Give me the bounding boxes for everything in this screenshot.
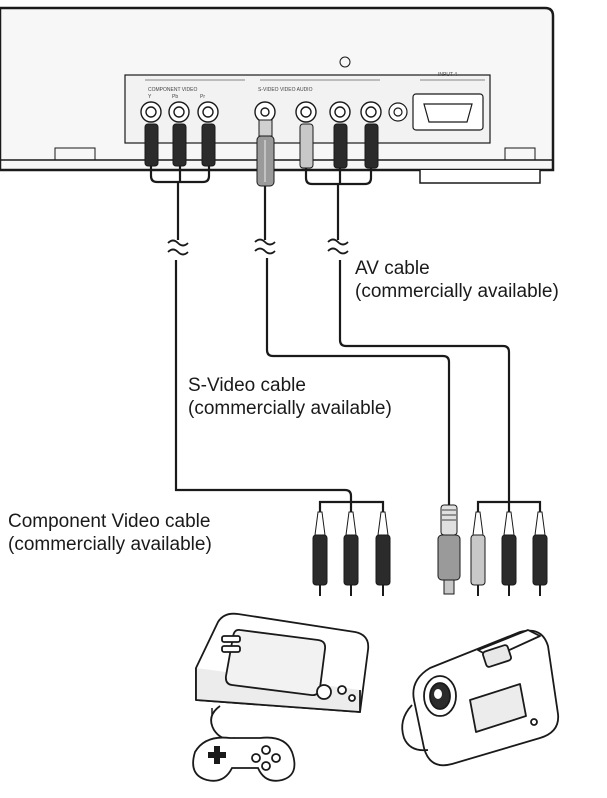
av-plugs-bottom (470, 511, 548, 596)
svideo-cable (263, 186, 451, 505)
component-video-cable-subtitle: (commercially available) (8, 534, 212, 555)
svideo-group-label: S-VIDEO VIDEO AUDIO (258, 87, 313, 93)
av-plugs-top (299, 123, 379, 169)
component-video-cable-label: Component Video cable (8, 511, 211, 532)
component-y-label: Y (148, 94, 152, 100)
component-video-group-label: COMPONENT VIDEO (148, 87, 197, 93)
av-jacks (295, 101, 382, 123)
svideo-cable-label: S-Video cable (188, 375, 306, 396)
input-4-label: INPUT 4 (438, 72, 457, 78)
av-cable (304, 168, 542, 512)
component-pr-label: Pr (200, 94, 205, 100)
svideo-jack (254, 101, 276, 123)
tv-rear-panel: COMPONENT VIDEO Y Pb Pr S-VIDEO VIDEO AU… (0, 6, 555, 184)
game-controller-icon (192, 705, 296, 782)
game-console-icon (195, 612, 370, 716)
svideo-cable-subtitle: (commercially available) (188, 398, 392, 419)
vga-connector (388, 93, 484, 131)
component-jacks (140, 101, 219, 123)
cable-break-marks (167, 238, 349, 256)
component-video-cable (149, 166, 385, 512)
component-plugs-top (144, 123, 216, 167)
component-plugs-bottom (312, 511, 391, 596)
av-cable-subtitle: (commercially available) (355, 281, 559, 302)
component-pb-label: Pb (172, 94, 178, 100)
camcorder-icon (401, 629, 560, 767)
svideo-plug-top (256, 119, 275, 187)
svideo-plug-bottom (437, 504, 461, 595)
av-cable-label: AV cable (355, 258, 430, 279)
